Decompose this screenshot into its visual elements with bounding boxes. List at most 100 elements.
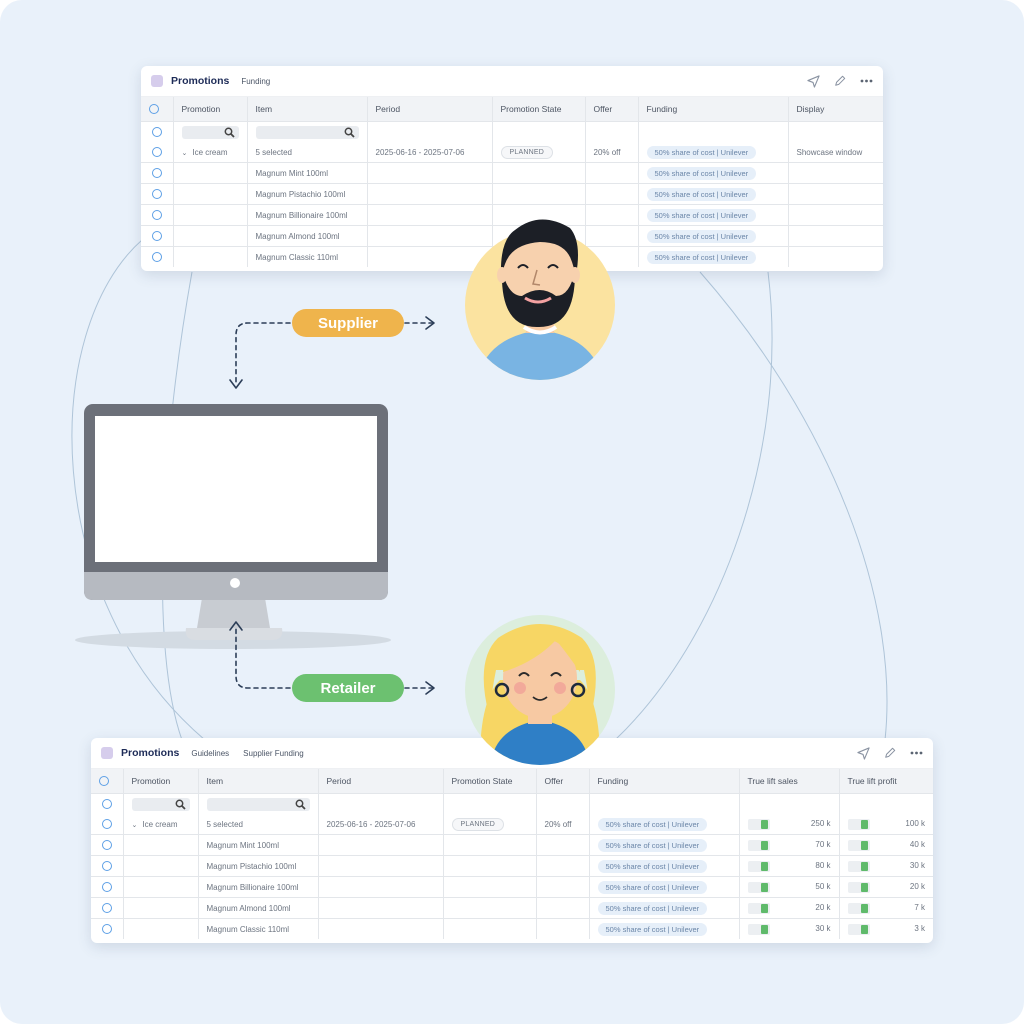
- promotion-cell: [123, 834, 199, 856]
- select-all-radio[interactable]: [141, 97, 174, 122]
- send-icon[interactable]: [807, 74, 820, 88]
- funding-pill[interactable]: 50% share of cost | Unilever: [646, 250, 757, 264]
- display-cell: [788, 183, 883, 205]
- lift-profit-cell: 3 k: [839, 919, 933, 940]
- radio-button[interactable]: [101, 861, 112, 871]
- column-header[interactable]: Offer: [536, 769, 590, 794]
- column-header[interactable]: Funding: [638, 97, 789, 122]
- send-icon[interactable]: [857, 746, 870, 760]
- row-radio[interactable]: [91, 918, 124, 939]
- table-row[interactable]: Magnum Classic 110ml 50% share of cost | …: [91, 918, 933, 940]
- tab-supplier-funding[interactable]: Supplier Funding: [243, 748, 304, 758]
- column-header[interactable]: Display: [788, 97, 883, 122]
- row-radio[interactable]: [141, 246, 174, 267]
- tab-guidelines[interactable]: Guidelines: [191, 748, 230, 758]
- column-header[interactable]: Funding: [589, 769, 740, 794]
- radio-button[interactable]: [101, 882, 112, 892]
- lift-sales-value: 30 k: [815, 923, 831, 933]
- promotion-filter-input[interactable]: [131, 797, 190, 811]
- item-cell: Magnum Pistachio 100ml: [247, 183, 368, 205]
- chevron-down-icon[interactable]: ⌄: [181, 149, 188, 157]
- more-icon[interactable]: [860, 79, 873, 83]
- promotion-filter-input[interactable]: [181, 125, 239, 139]
- funding-pill[interactable]: 50% share of cost | Unilever: [646, 208, 757, 222]
- lift-profit-cell: 7 k: [839, 897, 933, 919]
- funding-pill[interactable]: 50% share of cost | Unilever: [646, 145, 757, 159]
- row-radio[interactable]: [141, 225, 174, 247]
- period-cell: [367, 162, 493, 184]
- row-radio[interactable]: [91, 793, 124, 814]
- funding-pill[interactable]: 50% share of cost | Unilever: [597, 880, 708, 894]
- row-radio[interactable]: [91, 876, 124, 898]
- funding-pill[interactable]: 50% share of cost | Unilever: [597, 838, 708, 852]
- column-header[interactable]: Item: [198, 769, 319, 794]
- radio-button[interactable]: [151, 189, 162, 199]
- row-radio[interactable]: [91, 834, 124, 856]
- status-badge: PLANNED: [451, 817, 504, 831]
- funding-pill[interactable]: 50% share of cost | Unilever: [597, 817, 708, 831]
- row-radio[interactable]: [91, 814, 124, 835]
- pencil-icon[interactable]: [834, 75, 846, 87]
- period-cell: [367, 204, 493, 226]
- funding-pill[interactable]: 50% share of cost | Unilever: [646, 229, 757, 243]
- row-radio[interactable]: [141, 142, 174, 163]
- column-header[interactable]: Item: [247, 97, 368, 122]
- radio-button[interactable]: [151, 168, 162, 178]
- column-header[interactable]: Period: [367, 97, 493, 122]
- column-header[interactable]: True lift sales: [739, 769, 840, 794]
- item-filter-input[interactable]: [255, 125, 359, 139]
- funding-pill[interactable]: 50% share of cost | Unilever: [597, 901, 708, 915]
- column-header[interactable]: Promotion State: [492, 97, 586, 122]
- row-radio[interactable]: [91, 855, 124, 877]
- column-header[interactable]: True lift profit: [839, 769, 933, 794]
- radio-button[interactable]: [101, 819, 112, 829]
- row-radio[interactable]: [141, 183, 174, 205]
- offer-cell: [585, 246, 639, 267]
- column-header[interactable]: Offer: [585, 97, 639, 122]
- item-cell: Magnum Classic 110ml: [198, 918, 319, 939]
- column-header[interactable]: Promotion State: [443, 769, 537, 794]
- lift-bar: [847, 923, 870, 935]
- radio-button[interactable]: [101, 924, 112, 934]
- more-icon[interactable]: [910, 751, 923, 755]
- select-all-radio[interactable]: [91, 769, 124, 794]
- column-header[interactable]: Promotion: [173, 97, 248, 122]
- lift-sales-cell: 50 k: [739, 876, 840, 898]
- radio-button[interactable]: [151, 147, 162, 157]
- radio-button[interactable]: [101, 903, 112, 913]
- funding-pill[interactable]: 50% share of cost | Unilever: [646, 166, 757, 180]
- funding-pill[interactable]: 50% share of cost | Unilever: [597, 859, 708, 873]
- tab-funding[interactable]: Funding: [241, 76, 271, 86]
- item-filter-input[interactable]: [206, 797, 310, 811]
- table-row[interactable]: Magnum Pistachio 100ml 50% share of cost …: [141, 183, 883, 205]
- row-radio[interactable]: [141, 162, 174, 184]
- row-radio[interactable]: [91, 897, 124, 919]
- lift-sales-cell: 80 k: [739, 855, 840, 877]
- chevron-down-icon[interactable]: ⌄: [131, 821, 138, 829]
- promotion-cell: [173, 246, 248, 267]
- column-header[interactable]: Period: [318, 769, 444, 794]
- pencil-icon[interactable]: [884, 747, 896, 759]
- radio-button[interactable]: [151, 210, 162, 220]
- display-cell: [788, 247, 883, 268]
- funding-pill[interactable]: 50% share of cost | Unilever: [597, 922, 708, 936]
- funding-pill[interactable]: 50% share of cost | Unilever: [646, 187, 757, 201]
- column-header[interactable]: Promotion: [123, 769, 199, 794]
- radio-button[interactable]: [101, 840, 112, 850]
- row-radio[interactable]: [141, 204, 174, 226]
- lift-profit-value: 20 k: [909, 881, 925, 891]
- radio-button[interactable]: [151, 231, 162, 241]
- radio-button[interactable]: [151, 252, 162, 262]
- row-radio[interactable]: [141, 121, 174, 142]
- period-cell: [367, 183, 493, 205]
